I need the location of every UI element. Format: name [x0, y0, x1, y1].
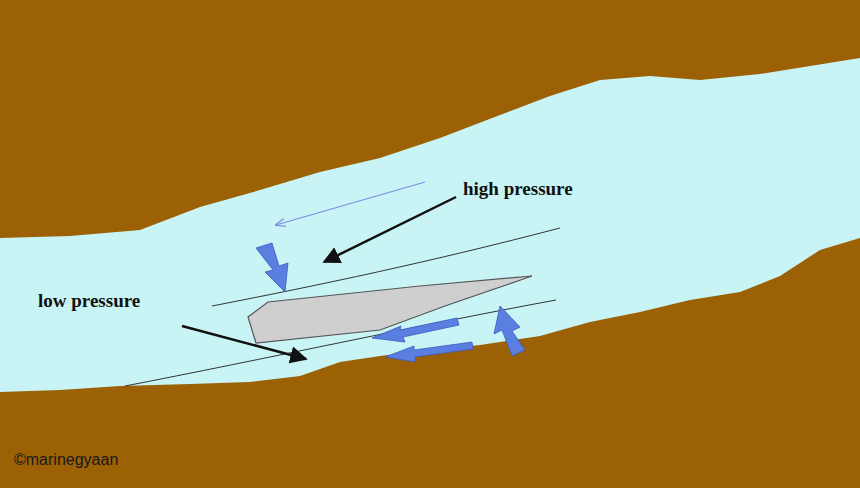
ship-hull	[248, 276, 532, 343]
pressure-label: low pressure	[38, 290, 140, 312]
flow-arrow	[372, 318, 459, 342]
leader-arrow	[324, 197, 456, 262]
flow-arrow	[385, 342, 473, 362]
water-channel	[0, 58, 860, 392]
pressure-label: high pressure	[463, 178, 573, 200]
watermark: ©marinegyaan	[14, 451, 118, 469]
pressure-arrow	[256, 243, 288, 292]
pressure-arrow	[494, 306, 525, 356]
current-arrow	[276, 182, 425, 225]
leader-arrow	[182, 326, 306, 359]
